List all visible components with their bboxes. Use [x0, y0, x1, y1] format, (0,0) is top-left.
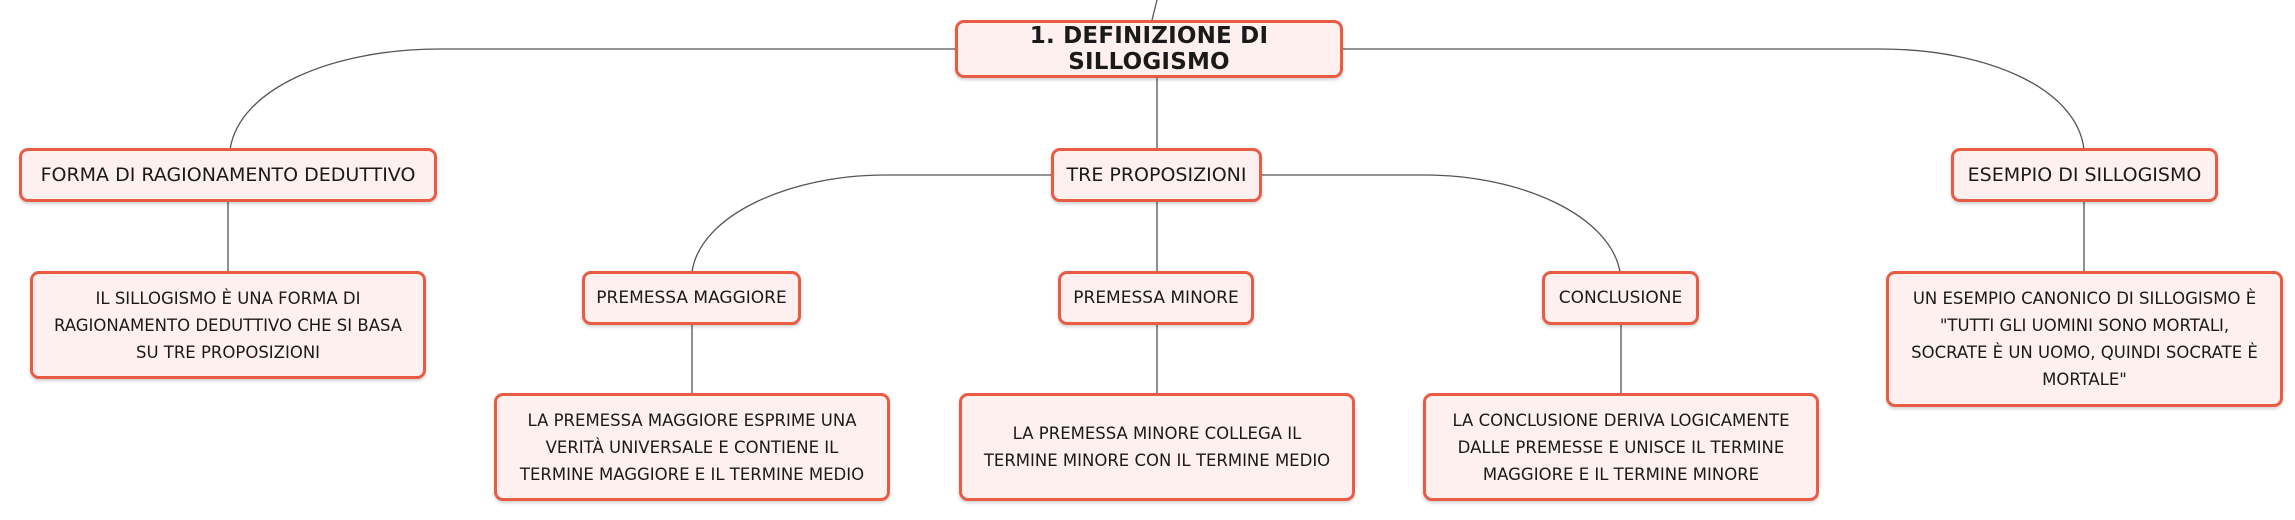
topic-premessa-maggiore[interactable]: PREMESSA MAGGIORE — [582, 271, 801, 325]
detail-premessa-maggiore[interactable]: LA PREMESSA MAGGIORE ESPRIME UNA VERITÀ … — [494, 393, 890, 501]
root-topic-label: 1. DEFINIZIONE DI SILLOGISMO — [1029, 23, 1269, 75]
topic-minore-label: PREMESSA MINORE — [1073, 288, 1239, 308]
detail-esempio-text: UN ESEMPIO CANONICO DI SILLOGISMO È "TUT… — [1911, 289, 2258, 389]
root-topic[interactable]: 1. DEFINIZIONE DI SILLOGISMO — [955, 20, 1343, 78]
connector-tre-conclusione — [1261, 174, 1621, 273]
detail-minore-text: LA PREMESSA MINORE COLLEGA IL TERMINE MI… — [983, 424, 1331, 470]
topic-esempio-sillogismo[interactable]: ESEMPIO DI SILLOGISMO — [1951, 148, 2218, 202]
connector-tre-maggiore — [691, 174, 1052, 273]
detail-conclusione[interactable]: LA CONCLUSIONE DERIVA LOGICAMENTE DALLE … — [1423, 393, 1819, 501]
detail-esempio-sillogismo[interactable]: UN ESEMPIO CANONICO DI SILLOGISMO È "TUT… — [1886, 271, 2283, 407]
topic-forma-label: FORMA DI RAGIONAMENTO DEDUTTIVO — [40, 164, 416, 186]
connector-root-esempio — [1343, 48, 2085, 151]
topic-forma-ragionamento[interactable]: FORMA DI RAGIONAMENTO DEDUTTIVO — [19, 148, 437, 202]
detail-conclusione-text: LA CONCLUSIONE DERIVA LOGICAMENTE DALLE … — [1452, 410, 1790, 484]
detail-forma-text: IL SILLOGISMO È UNA FORMA DI RAGIONAMENT… — [53, 288, 403, 362]
detail-premessa-minore[interactable]: LA PREMESSA MINORE COLLEGA IL TERMINE MI… — [959, 393, 1355, 501]
detail-maggiore-text: LA PREMESSA MAGGIORE ESPRIME UNA VERITÀ … — [519, 410, 865, 484]
topic-tre-label: TRE PROPOSIZIONI — [1066, 164, 1247, 186]
connector-root-parent — [1151, 0, 1158, 21]
topic-conclusione-label: CONCLUSIONE — [1558, 288, 1683, 308]
detail-forma-ragionamento[interactable]: IL SILLOGISMO È UNA FORMA DI RAGIONAMENT… — [30, 271, 426, 379]
topic-tre-proposizioni[interactable]: TRE PROPOSIZIONI — [1051, 148, 1262, 202]
topic-maggiore-label: PREMESSA MAGGIORE — [596, 288, 787, 308]
topic-esempio-label: ESEMPIO DI SILLOGISMO — [1967, 164, 2202, 186]
connector-root-forma — [229, 48, 955, 151]
topic-conclusione[interactable]: CONCLUSIONE — [1542, 271, 1699, 325]
topic-premessa-minore[interactable]: PREMESSA MINORE — [1058, 271, 1254, 325]
